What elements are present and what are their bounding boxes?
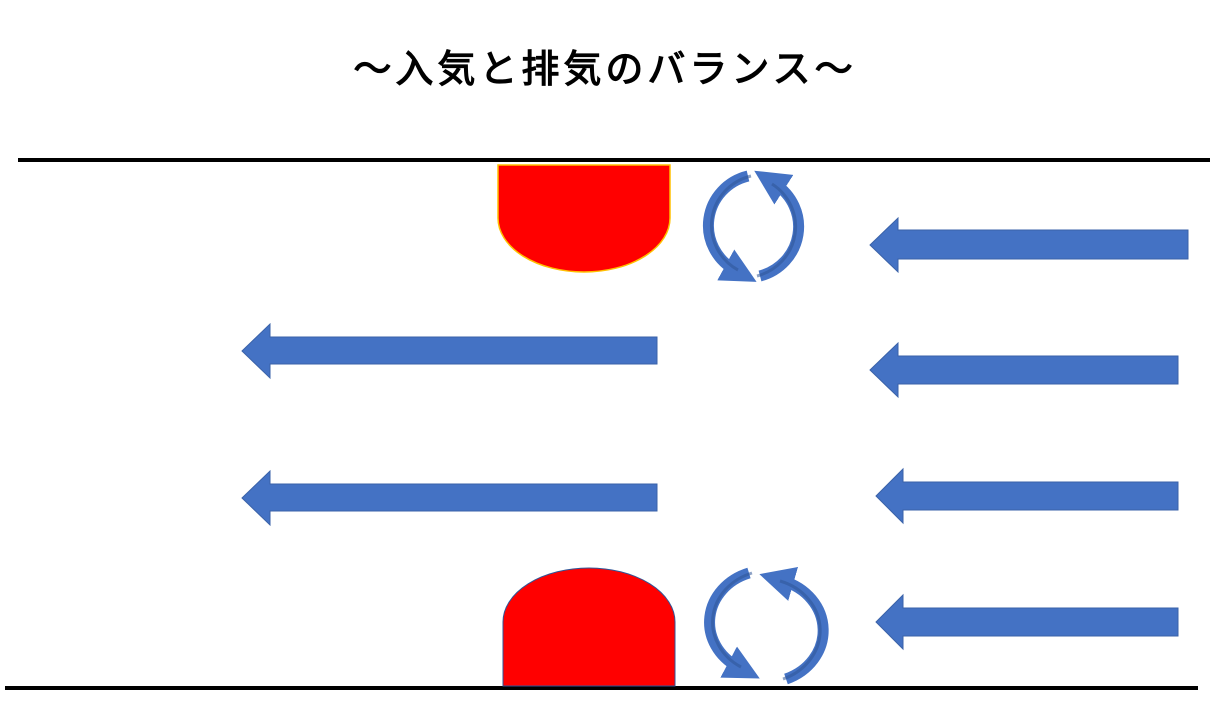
- top-obstacle: [497, 164, 671, 273]
- flow-arrow: [241, 469, 658, 527]
- flow-arrow: [875, 467, 1179, 525]
- diagram-title: ～入気と排気のバランス～: [353, 47, 857, 91]
- bottom-obstacle: [502, 567, 676, 687]
- bottom-eddy-icon: [704, 567, 829, 685]
- flow-arrow: [869, 216, 1189, 274]
- flow-arrow: [875, 593, 1179, 651]
- flow-arrow: [241, 322, 658, 380]
- top-eddy-icon: [702, 170, 805, 282]
- flow-arrow: [869, 341, 1179, 399]
